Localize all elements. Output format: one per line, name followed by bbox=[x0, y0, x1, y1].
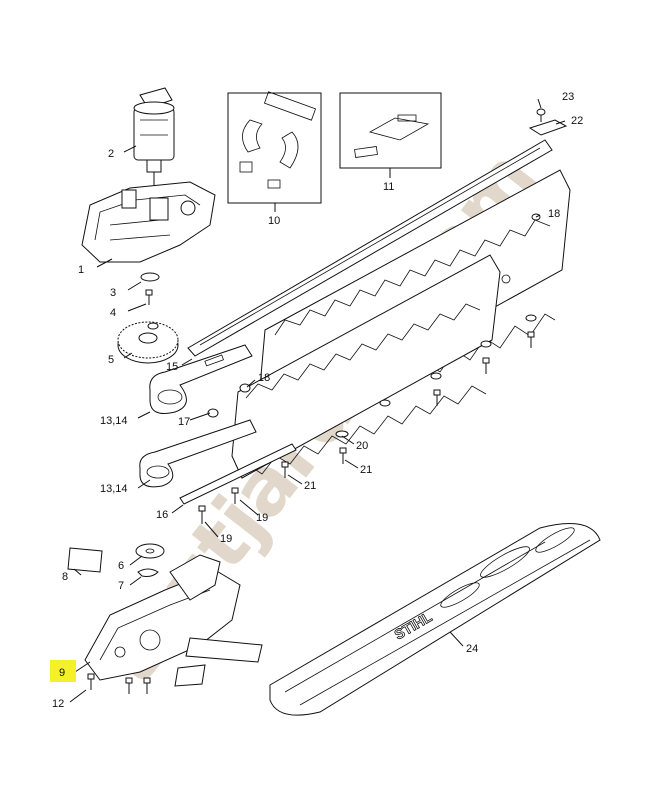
label-part-20[interactable]: 20 bbox=[356, 440, 368, 452]
box-part-11 bbox=[339, 92, 442, 169]
screw-part-4 bbox=[145, 289, 153, 305]
ring-part-3 bbox=[140, 272, 160, 282]
label-part-23[interactable]: 23 bbox=[562, 91, 574, 103]
label-part-3[interactable]: 3 bbox=[110, 287, 116, 299]
label-part-12[interactable]: 12 bbox=[52, 698, 64, 710]
label-part-13-14a[interactable]: 13,14 bbox=[100, 415, 128, 427]
screws-part-12 bbox=[87, 673, 151, 694]
connecting-bar-lower bbox=[139, 419, 257, 488]
label-part-19a[interactable]: 19 bbox=[256, 512, 268, 524]
gear-wheel bbox=[117, 321, 179, 364]
label-part-16[interactable]: 16 bbox=[156, 509, 168, 521]
label-part-21b[interactable]: 21 bbox=[304, 480, 316, 492]
label-part-8[interactable]: 8 bbox=[62, 571, 68, 583]
label-part-1[interactable]: 1 bbox=[78, 264, 84, 276]
gear-housing bbox=[81, 181, 216, 263]
label-part-9[interactable]: 9 bbox=[59, 667, 65, 679]
label-part-2[interactable]: 2 bbox=[108, 148, 114, 160]
connecting-bar-upper bbox=[149, 344, 253, 414]
washer-part-6 bbox=[135, 543, 165, 559]
guide-rail bbox=[187, 139, 553, 357]
leader-lines bbox=[69, 98, 566, 703]
label-part-18b[interactable]: 18 bbox=[258, 372, 270, 384]
label-part-6[interactable]: 6 bbox=[118, 560, 124, 572]
label-part-7[interactable]: 7 bbox=[118, 580, 124, 592]
label-plate-part-8 bbox=[67, 547, 103, 573]
label-part-4[interactable]: 4 bbox=[110, 307, 116, 319]
label-part-5[interactable]: 5 bbox=[108, 354, 114, 366]
highlight-part-9 bbox=[50, 660, 76, 682]
label-part-10[interactable]: 10 bbox=[268, 215, 280, 227]
label-part-17[interactable]: 17 bbox=[178, 416, 190, 428]
motor bbox=[133, 87, 175, 186]
label-part-18a[interactable]: 18 bbox=[548, 208, 560, 220]
gear-cover-part-9 bbox=[84, 554, 263, 687]
label-part-13-14b[interactable]: 13,14 bbox=[100, 483, 128, 495]
label-part-24[interactable]: 24 bbox=[466, 643, 478, 655]
part-labels: 2 1 3 4 5 10 11 23 22 18 15 18 13,14 17 … bbox=[52, 91, 583, 710]
thin-bar-part-16 bbox=[179, 443, 297, 505]
label-part-11[interactable]: 11 bbox=[383, 181, 394, 193]
blade-guard-part-24: STIHL bbox=[269, 523, 601, 716]
label-part-21a[interactable]: 21 bbox=[360, 464, 372, 476]
lower-cutter-blade bbox=[231, 254, 501, 479]
label-part-15[interactable]: 15 bbox=[166, 361, 178, 373]
clip-part-7 bbox=[137, 568, 159, 577]
label-part-19b[interactable]: 19 bbox=[220, 533, 232, 545]
label-part-22[interactable]: 22 bbox=[571, 115, 583, 127]
box-part-10 bbox=[227, 91, 322, 204]
